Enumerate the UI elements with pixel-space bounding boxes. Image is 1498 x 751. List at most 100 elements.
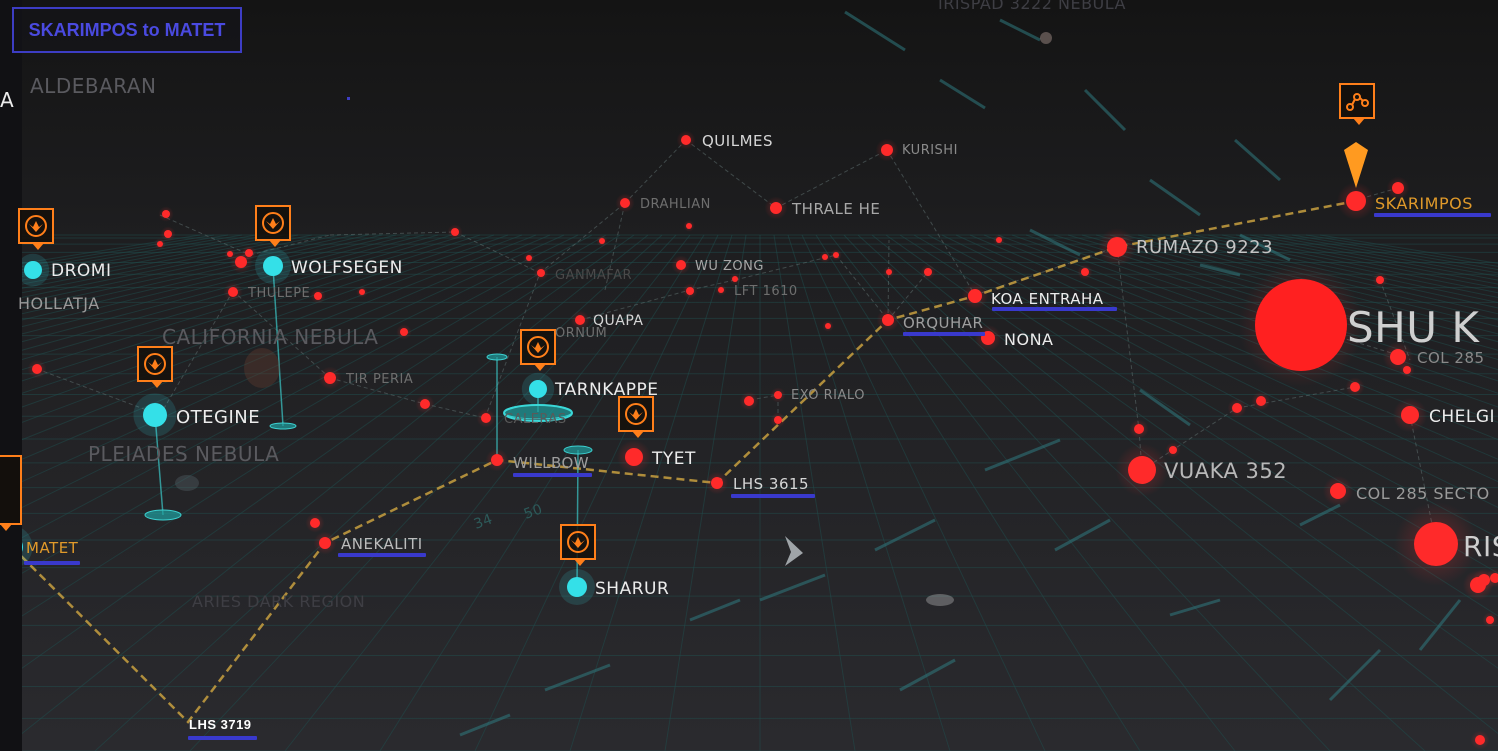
station-icon-sharur[interactable] <box>560 524 596 566</box>
connection-line <box>484 272 541 419</box>
connection-line <box>454 231 541 274</box>
route-underline <box>992 307 1117 311</box>
system-tir-peria[interactable]: TIR PERIA <box>346 372 414 387</box>
grid-line <box>94 234 663 751</box>
system-hollatja[interactable]: HOLLATJA <box>18 294 100 313</box>
connection-line <box>689 279 736 291</box>
route-system-skarimpos[interactable]: SKARIMPOS <box>1375 194 1473 213</box>
route-underline <box>24 561 80 565</box>
connection-line <box>1236 386 1356 409</box>
station-icon-otegine[interactable] <box>137 346 173 388</box>
system-sharur[interactable]: SHARUR <box>595 579 670 599</box>
system-tyet[interactable]: TYET <box>652 449 696 469</box>
system-chelgi[interactable]: CHELGI <box>1429 407 1496 427</box>
system-col-285[interactable]: COL 285 <box>1417 349 1485 367</box>
system-wolfsegen[interactable]: WOLFSEGEN <box>291 258 403 278</box>
region-label-pleiades-nebula: PLEIADES NEBULA <box>88 442 280 466</box>
grid-line <box>997 234 1498 423</box>
grid-line <box>983 234 1498 441</box>
route-system-orquhar[interactable]: ORQUHAR <box>903 314 984 332</box>
nebula-cloud <box>175 475 199 491</box>
system-quapa[interactable]: QUAPA <box>593 313 644 329</box>
connection-line <box>579 289 691 321</box>
motion-streak <box>1199 263 1241 277</box>
system-thulepe[interactable]: THULEPE <box>248 286 311 301</box>
station-icon-matet[interactable] <box>0 455 22 531</box>
system-dromi[interactable]: DROMI <box>51 261 112 281</box>
system-tarnkappe[interactable]: TARNKAPPE <box>555 380 659 400</box>
route-system-lhs-3615[interactable]: LHS 3615 <box>733 475 810 493</box>
connection-line <box>36 368 161 416</box>
grid-line <box>0 234 509 416</box>
star-red <box>774 416 782 424</box>
system-otegine[interactable]: OTEGINE <box>176 407 261 428</box>
station-icon-tarnkappe[interactable] <box>520 329 556 371</box>
system-nona[interactable]: NONA <box>1004 330 1054 349</box>
star-red <box>491 454 503 466</box>
station-icon-dromi[interactable] <box>18 208 54 250</box>
nebula-cloud <box>1040 32 1052 44</box>
star-red <box>1256 396 1266 406</box>
system-vuaka[interactable]: VUAKA 352 <box>1164 459 1288 483</box>
star-red <box>1330 483 1346 499</box>
grid-line <box>1081 234 1498 351</box>
star-red <box>833 252 839 258</box>
star-red-large <box>1255 279 1347 371</box>
motion-streak <box>1139 388 1191 427</box>
grid-line <box>0 234 537 449</box>
connection-line <box>624 139 687 204</box>
grid-line <box>0 234 593 550</box>
grid-line <box>0 234 481 389</box>
system-wu-zong[interactable]: WU ZONG <box>695 259 764 274</box>
system-thrale[interactable]: THRALE HE <box>792 200 881 218</box>
grid-line <box>787 234 951 751</box>
region-label-aldebaran: ALDEBARAN <box>30 74 157 98</box>
system-rumazo[interactable]: RUMAZO 9223 <box>1136 237 1274 258</box>
station-icon-wolfsegen[interactable] <box>255 205 291 247</box>
grid-line <box>0 234 565 493</box>
star-red <box>526 255 532 261</box>
star-red <box>1475 735 1485 745</box>
system-ganmafar[interactable]: GANMAFAR <box>555 268 633 283</box>
motion-streak <box>999 18 1041 42</box>
star-red <box>744 396 754 406</box>
star-red <box>620 198 630 208</box>
route-system-willbow[interactable]: WILLBOW <box>513 454 590 472</box>
grid-line <box>474 234 719 751</box>
system-ornum[interactable]: ORNUM <box>555 326 608 341</box>
system-ris[interactable]: RIS <box>1463 530 1498 563</box>
region-label-edge: A <box>0 88 15 112</box>
star-red <box>1376 276 1384 284</box>
station-icon-tyet[interactable] <box>618 396 654 438</box>
route-system-matet[interactable]: MATET <box>26 539 79 557</box>
route-underline <box>903 332 985 336</box>
connection-line <box>734 254 837 281</box>
star-red <box>732 276 738 282</box>
route-icon-skarimpos[interactable] <box>1339 83 1375 125</box>
grid-line <box>1095 234 1498 343</box>
system-quilmes[interactable]: QUILMES <box>702 132 774 150</box>
route-system-koa-entraha[interactable]: KOA ENTRAHA <box>991 290 1104 308</box>
system-shu-k[interactable]: SHU K <box>1347 303 1480 352</box>
route-system-anekaliti[interactable]: ANEKALITI <box>341 535 423 553</box>
system-exo-rialo[interactable]: EXO RIALO <box>791 388 865 403</box>
grid-line <box>969 234 1498 460</box>
motion-streak <box>984 438 1061 472</box>
grid-line <box>955 234 1498 483</box>
star-red <box>822 254 828 260</box>
star-red <box>1169 446 1177 454</box>
route-system-lhs-3719[interactable]: LHS 3719 <box>189 717 252 732</box>
system-col-285-sector[interactable]: COL 285 SECTO <box>1356 484 1490 503</box>
star-red <box>1350 382 1360 392</box>
station-stem <box>154 414 164 516</box>
system-kurishi[interactable]: KURISHI <box>902 143 958 158</box>
system-drahlian[interactable]: DRAHLIAN <box>640 197 711 212</box>
connection-line <box>886 149 976 296</box>
system-lft-1610[interactable]: LFT 1610 <box>734 284 798 299</box>
star-red <box>575 315 585 325</box>
grid-line <box>1123 234 1498 328</box>
nebula-cloud <box>244 348 280 388</box>
system-caleras[interactable]: CALERAS <box>504 412 567 427</box>
